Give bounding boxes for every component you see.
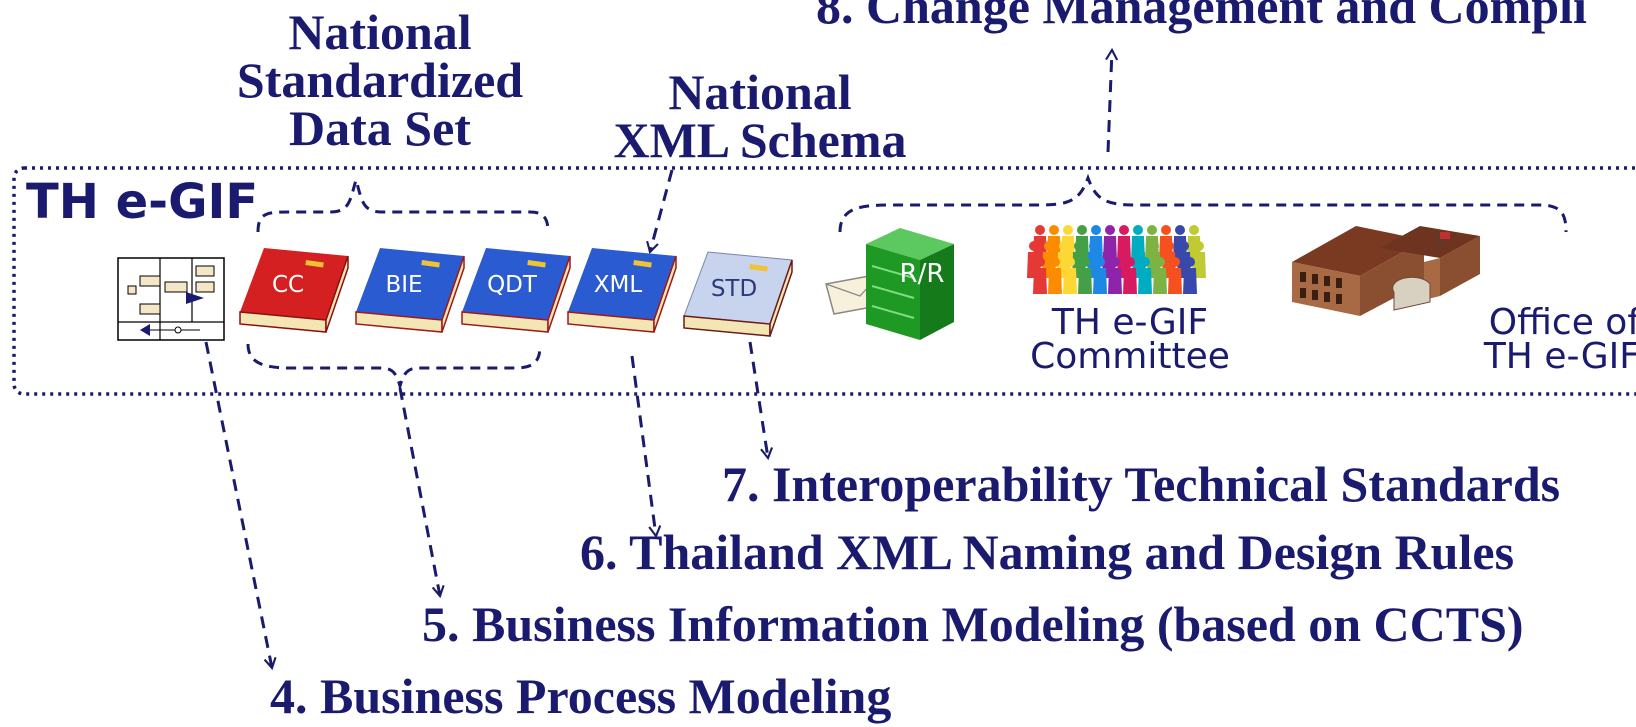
person-head: [1110, 257, 1120, 267]
person-head: [1059, 241, 1069, 251]
arrow-to-item8: [1105, 47, 1119, 153]
person-head: [1095, 257, 1105, 267]
person-head: [1065, 257, 1075, 267]
person-head: [1080, 257, 1090, 267]
heading-line: National: [668, 64, 852, 120]
governance-brace: [838, 173, 1568, 233]
caption-line: TH e-GIF: [1483, 336, 1636, 377]
book-std: STD: [683, 251, 793, 337]
book-cc: CC: [239, 248, 349, 333]
heading-line: National: [288, 4, 472, 60]
book-qdt-label: QDT: [487, 272, 538, 298]
person-head: [1133, 225, 1143, 235]
caption-line: Committee: [1030, 336, 1230, 377]
person-head: [1164, 241, 1174, 251]
arrow-to-item7: [748, 341, 774, 461]
item-6-title: 6. Thailand XML Naming and Design Rules: [580, 524, 1515, 580]
book-xml: XML: [567, 248, 677, 333]
person-head: [1140, 257, 1150, 267]
person-head: [1175, 225, 1185, 235]
person-head: [1049, 225, 1059, 235]
person-body: [1183, 268, 1197, 294]
process-model-icon: [117, 257, 225, 341]
registry-server-label: R/R: [900, 259, 945, 289]
caption-line: Office of: [1488, 302, 1636, 343]
book-std-label: STD: [711, 276, 757, 302]
person-head: [1035, 257, 1045, 267]
person-head: [1125, 257, 1135, 267]
person-body: [1153, 268, 1167, 294]
item-4-title: 4. Business Process Modeling: [270, 668, 892, 724]
person-head: [1194, 241, 1204, 251]
data-set-brace-top: [256, 174, 550, 233]
person-body: [1093, 268, 1107, 294]
person-body: [1168, 268, 1182, 294]
person-body: [1108, 268, 1122, 294]
person-body: [1048, 268, 1062, 294]
person-head: [1105, 225, 1115, 235]
book-xml-label: XML: [594, 272, 643, 298]
committee-caption: TH e-GIF Committee: [1010, 302, 1250, 377]
person-head: [1089, 241, 1099, 251]
person-head: [1161, 225, 1171, 235]
person-head: [1189, 225, 1199, 235]
arrow-xml-schema: [646, 169, 674, 255]
person-head: [1091, 225, 1101, 235]
heading-line: Data Set: [289, 100, 471, 156]
person-head: [1029, 241, 1039, 251]
person-head: [1044, 241, 1054, 251]
person-head: [1185, 257, 1195, 267]
book-qdt: QDT: [461, 248, 571, 333]
arrow-to-item6: [630, 355, 662, 539]
person-head: [1119, 225, 1129, 235]
person-head: [1179, 241, 1189, 251]
person-body: [1123, 268, 1137, 294]
person-head: [1077, 225, 1087, 235]
person-head: [1155, 257, 1165, 267]
item-8-title: 8. Change Management and Compli: [816, 0, 1587, 34]
arrow-to-item5: [398, 387, 445, 599]
item-5-title: 5. Business Information Modeling (based …: [422, 596, 1524, 652]
heading-line: Standardized: [236, 52, 524, 108]
book-cc-label: CC: [272, 272, 304, 298]
caption-line: TH e-GIF: [1051, 302, 1209, 343]
person-head: [1170, 257, 1180, 267]
egif-boundary: [12, 166, 1636, 396]
person-head: [1134, 241, 1144, 251]
person-head: [1050, 257, 1060, 267]
person-head: [1063, 225, 1073, 235]
office-building-icon: [1292, 226, 1480, 316]
registry-server-icon: R/R: [866, 228, 954, 340]
office-caption: Office of TH e-GIF: [1440, 302, 1636, 377]
person-body: [1138, 268, 1152, 294]
person-head: [1147, 225, 1157, 235]
person-head: [1104, 241, 1114, 251]
book-bie: BIE: [355, 248, 465, 333]
committee-people-icon: [1027, 225, 1206, 294]
egif-label: TH e-GIF: [26, 174, 259, 230]
item-7-title: 7. Interoperability Technical Standards: [722, 456, 1561, 512]
person-head: [1035, 225, 1045, 235]
person-body: [1063, 268, 1077, 294]
person-head: [1074, 241, 1084, 251]
heading-national-xml-schema: National XML Schema: [600, 64, 920, 168]
data-set-brace-bottom: [246, 343, 542, 392]
arrow-to-item4: [204, 341, 277, 671]
person-body: [1033, 268, 1047, 294]
book-bie-label: BIE: [385, 272, 422, 298]
heading-line: XML Schema: [613, 112, 907, 168]
heading-national-data-set: National Standardized Data Set: [220, 4, 540, 156]
person-head: [1149, 241, 1159, 251]
person-head: [1119, 241, 1129, 251]
person-body: [1078, 268, 1092, 294]
